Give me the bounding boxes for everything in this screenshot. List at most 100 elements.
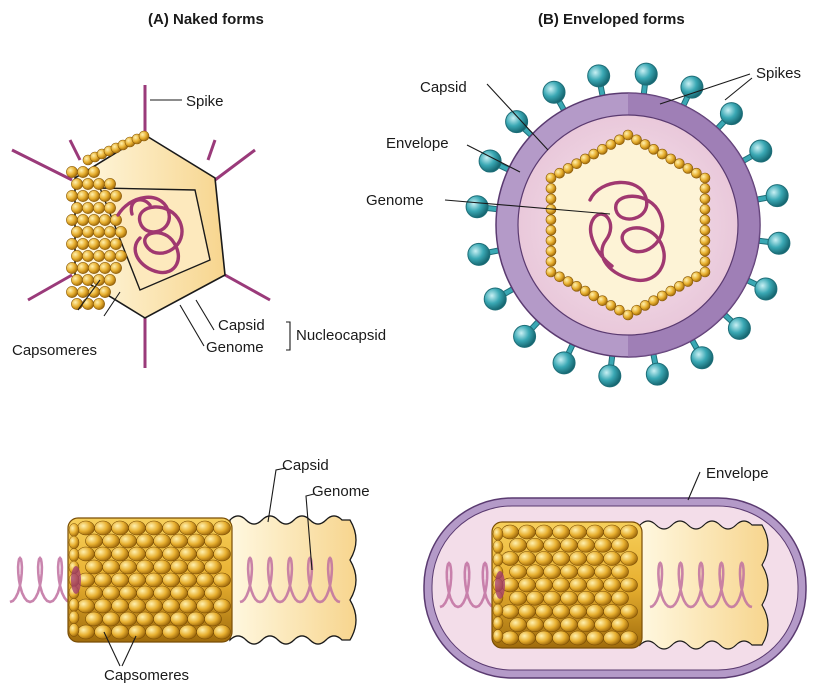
capsomere bbox=[88, 214, 99, 225]
capsomere bbox=[546, 246, 556, 256]
capsomere bbox=[188, 586, 205, 600]
capsomere bbox=[595, 565, 612, 579]
capsomere bbox=[578, 618, 595, 632]
spike-knob bbox=[553, 352, 575, 374]
capsomere bbox=[546, 236, 556, 246]
spike-knob bbox=[691, 347, 713, 369]
spike-knob bbox=[514, 325, 536, 347]
capsomere bbox=[544, 618, 561, 632]
capsomere bbox=[171, 534, 188, 548]
capsomere bbox=[621, 552, 638, 566]
capsomere bbox=[197, 625, 214, 639]
capsomere bbox=[71, 226, 82, 237]
capsomere bbox=[587, 578, 604, 592]
capsomere bbox=[171, 586, 188, 600]
capsomere bbox=[546, 267, 556, 277]
capsomere bbox=[502, 631, 519, 645]
capsomere bbox=[93, 298, 104, 309]
capsomere bbox=[180, 599, 197, 613]
capsomere bbox=[88, 190, 99, 201]
capsomere bbox=[527, 591, 544, 605]
helical-capsomere-array bbox=[69, 521, 231, 639]
capsomere bbox=[115, 226, 126, 237]
capsomere bbox=[146, 521, 163, 535]
capsomere bbox=[519, 631, 536, 645]
capsomere bbox=[493, 617, 503, 630]
rod-end-genome bbox=[71, 566, 81, 594]
capsomere bbox=[700, 225, 710, 235]
capsomere bbox=[546, 183, 556, 193]
capsomere bbox=[604, 631, 621, 645]
capsomere bbox=[163, 625, 180, 639]
capsomere bbox=[78, 547, 95, 561]
capsomere bbox=[570, 578, 587, 592]
capsomere bbox=[69, 611, 79, 624]
capsomere bbox=[154, 612, 171, 626]
capsomere bbox=[578, 538, 595, 552]
capsomere bbox=[214, 547, 231, 561]
rod-end-genome bbox=[495, 571, 505, 599]
capsomeres-label-top: Capsomeres bbox=[12, 342, 97, 359]
capsomere bbox=[88, 166, 99, 177]
capsomere bbox=[103, 612, 120, 626]
spike-knob bbox=[646, 363, 668, 385]
spike-knob bbox=[468, 243, 490, 265]
spike-knob bbox=[681, 76, 703, 98]
capsomere bbox=[110, 214, 121, 225]
capsomere bbox=[561, 618, 578, 632]
capsomere bbox=[93, 178, 104, 189]
capsomere bbox=[604, 525, 621, 539]
capsomere bbox=[115, 250, 126, 261]
capsomere bbox=[93, 274, 104, 285]
spike-knob bbox=[635, 63, 657, 85]
capsomere bbox=[93, 226, 104, 237]
capsomere bbox=[587, 525, 604, 539]
spike-knob bbox=[466, 196, 488, 218]
capsomere bbox=[66, 286, 77, 297]
capsomere bbox=[88, 262, 99, 273]
capsomere bbox=[553, 578, 570, 592]
capsomere bbox=[163, 599, 180, 613]
capsomere bbox=[120, 586, 137, 600]
capsomere bbox=[86, 534, 103, 548]
spike-knob bbox=[506, 111, 528, 133]
capsomere bbox=[104, 226, 115, 237]
capsomere bbox=[214, 625, 231, 639]
capsomere bbox=[112, 625, 129, 639]
genome-label-enveloped: Genome bbox=[366, 192, 424, 209]
capsomere bbox=[578, 565, 595, 579]
capsomere bbox=[502, 525, 519, 539]
capsomere bbox=[614, 135, 624, 145]
spikes-label: Spikes bbox=[756, 65, 801, 82]
capsomere bbox=[88, 238, 99, 249]
spike-knob bbox=[768, 232, 790, 254]
capsomere bbox=[95, 625, 112, 639]
capsomere bbox=[146, 547, 163, 561]
capsomere bbox=[129, 573, 146, 587]
capsomere bbox=[587, 605, 604, 619]
capsomere bbox=[214, 521, 231, 535]
capsomere bbox=[180, 547, 197, 561]
capsomere bbox=[77, 214, 88, 225]
enveloped-spherical-virus bbox=[445, 63, 790, 387]
capsomere bbox=[544, 565, 561, 579]
capsomere bbox=[120, 612, 137, 626]
capsomere bbox=[527, 618, 544, 632]
capsomere bbox=[553, 631, 570, 645]
capsomere bbox=[536, 578, 553, 592]
capsomere bbox=[66, 190, 77, 201]
capsomere bbox=[180, 521, 197, 535]
capsomere bbox=[197, 547, 214, 561]
capsomere bbox=[700, 236, 710, 246]
capsomere bbox=[700, 257, 710, 267]
capsomere bbox=[197, 521, 214, 535]
capsomere bbox=[154, 586, 171, 600]
capsomere bbox=[69, 624, 79, 637]
spike-knob bbox=[728, 317, 750, 339]
capsomere bbox=[77, 262, 88, 273]
capsomere bbox=[570, 631, 587, 645]
capsomere bbox=[82, 274, 93, 285]
capsomere bbox=[502, 552, 519, 566]
capsomere bbox=[578, 591, 595, 605]
